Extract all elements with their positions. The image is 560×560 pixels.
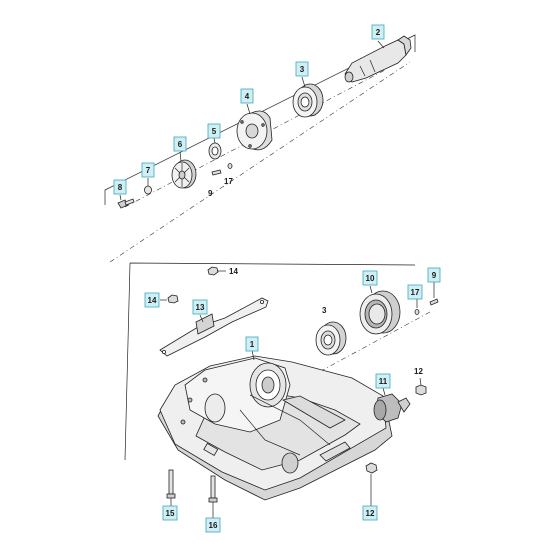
callout-14[interactable]: 14 xyxy=(144,292,160,308)
part-8-bolt xyxy=(117,198,135,209)
callout-2[interactable]: 2 xyxy=(371,24,385,40)
svg-text:2: 2 xyxy=(376,28,381,37)
part-11-rubber-buffer xyxy=(373,393,411,423)
part-9-screw-upper xyxy=(211,169,222,176)
label-14-top: 14 xyxy=(229,267,238,276)
svg-text:6: 6 xyxy=(178,140,183,149)
svg-text:8: 8 xyxy=(118,183,123,192)
part-7-washer xyxy=(144,185,152,195)
label-17-upper: 17 xyxy=(224,177,233,186)
callout-8[interactable]: 8 xyxy=(113,179,127,195)
svg-text:12: 12 xyxy=(366,509,375,518)
callout-15[interactable]: 15 xyxy=(162,505,178,521)
callout-17[interactable]: 17 xyxy=(407,284,423,300)
callout-5[interactable]: 5 xyxy=(207,123,221,139)
part-5-seal-ring xyxy=(208,142,222,160)
part-17-pin-upper xyxy=(227,163,233,169)
svg-text:17: 17 xyxy=(411,288,420,297)
part-6-gear-hub xyxy=(171,159,197,189)
part-3-bearing-lower xyxy=(315,321,347,356)
part-17-pin-lower xyxy=(414,309,420,315)
svg-text:15: 15 xyxy=(166,509,175,518)
svg-text:3: 3 xyxy=(300,65,305,74)
callout-7[interactable]: 7 xyxy=(141,162,155,178)
label-3-lower: 3 xyxy=(322,306,327,315)
part-15-screw xyxy=(166,469,176,499)
part-14-nut-left xyxy=(167,294,179,304)
part-9-screw-lower xyxy=(429,298,439,306)
part-12-nut-bottom xyxy=(365,462,378,474)
svg-text:14: 14 xyxy=(148,296,157,305)
part-4-flange-housing xyxy=(236,110,273,151)
part-16-screw xyxy=(208,475,218,503)
callout-9[interactable]: 9 xyxy=(427,267,441,283)
svg-text:10: 10 xyxy=(366,274,375,283)
svg-text:7: 7 xyxy=(146,166,151,175)
part-1-base-plate xyxy=(157,355,393,501)
upper-leader-lines xyxy=(119,40,385,201)
callout-4[interactable]: 4 xyxy=(240,88,254,104)
part-10-large-flange xyxy=(359,290,401,335)
label-12-right: 12 xyxy=(414,367,423,376)
svg-text:5: 5 xyxy=(212,127,217,136)
label-9-upper: 9 xyxy=(208,189,213,198)
lower-frame-outline xyxy=(124,262,416,461)
part-12-nut-right xyxy=(415,384,427,396)
svg-text:13: 13 xyxy=(196,303,205,312)
part-2-shaft xyxy=(344,35,412,83)
callout-11[interactable]: 11 xyxy=(375,373,391,389)
part-3-bearing-upper xyxy=(292,83,324,118)
callout-12[interactable]: 12 xyxy=(362,505,378,521)
svg-text:4: 4 xyxy=(245,92,250,101)
callout-1[interactable]: 1 xyxy=(245,336,259,352)
callout-10[interactable]: 10 xyxy=(362,270,378,286)
svg-text:1: 1 xyxy=(250,340,255,349)
part-14-nut-top xyxy=(207,266,219,276)
callout-3[interactable]: 3 xyxy=(295,61,309,77)
callout-13[interactable]: 13 xyxy=(192,299,208,315)
lower-leader-lines xyxy=(160,270,435,518)
svg-text:16: 16 xyxy=(209,521,218,530)
upper-to-lower-dash xyxy=(109,61,411,263)
callout-16[interactable]: 16 xyxy=(205,517,221,533)
svg-text:9: 9 xyxy=(432,271,437,280)
part-13-bracket-strip xyxy=(159,297,269,357)
svg-text:11: 11 xyxy=(379,377,388,386)
callout-6[interactable]: 6 xyxy=(173,136,187,152)
